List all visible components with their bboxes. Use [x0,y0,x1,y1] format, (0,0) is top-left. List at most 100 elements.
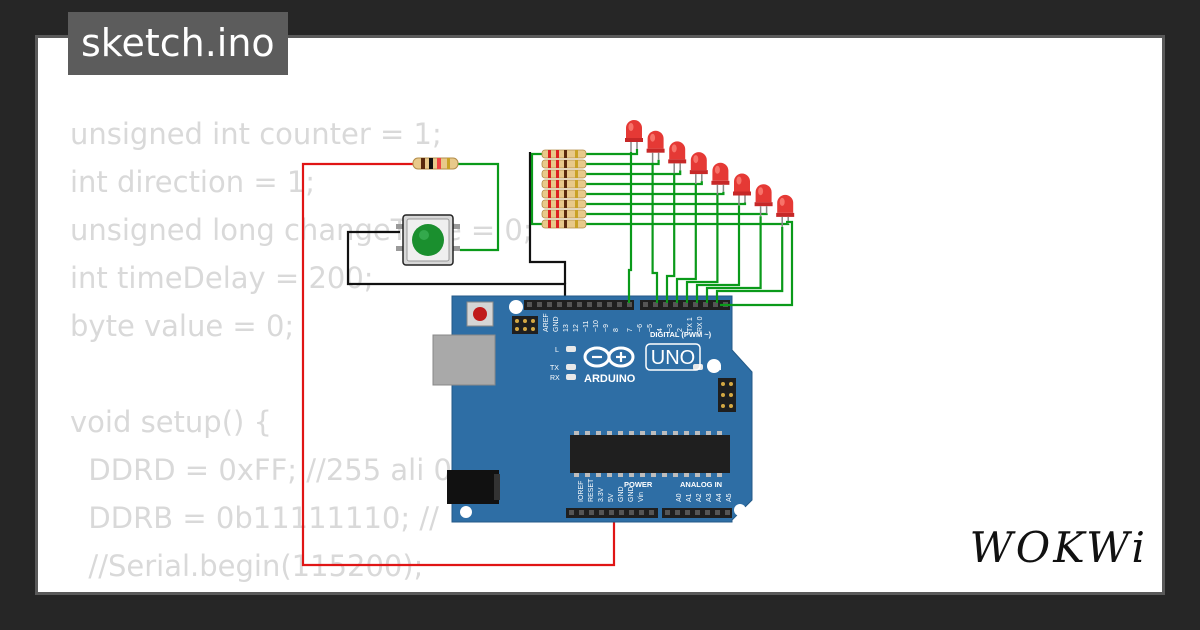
wire-red-power [301,162,616,567]
pin-wire [685,194,719,303]
pin-label: GND [618,486,625,502]
pin-label: IOREF [578,481,585,502]
pin-wire [675,184,697,303]
pin-label: Vin [638,492,645,502]
code-line: unsigned int counter = 1; [70,117,442,151]
button-cap[interactable] [412,224,444,256]
led-red[interactable] [754,184,773,217]
rx-label: RX [550,375,560,382]
pin-label: 7 [627,328,634,332]
pin-label: TX 1 [687,317,694,332]
led-resistor [541,159,587,169]
wires [301,152,616,567]
header-label: DIGITAL (PWM ~) [650,330,712,339]
pin-label: A3 [706,493,713,502]
led-resistor [541,189,587,199]
resistor-bank [541,149,587,229]
led-resistor [541,179,587,189]
pin-label: ~5 [647,324,654,332]
code-line: byte value = 0; [70,309,295,343]
bank-wire [530,152,542,226]
pin-label: A5 [726,493,733,502]
led-wire [586,181,703,186]
pin-wire [651,162,659,303]
code-line: int direction = 1; [70,165,316,199]
led-l [566,346,576,352]
code-editor: unsigned int counter = 1; int direction =… [70,110,533,592]
power-label: POWER [624,480,653,489]
pin-wire [627,152,633,303]
pin-label: 13 [563,324,570,332]
led-rx [566,374,576,380]
wire-black-button-gnd [346,230,567,303]
led-tx [566,364,576,370]
pin-label: ~10 [593,320,600,332]
pushbutton[interactable] [396,214,460,266]
led-red[interactable] [668,141,687,174]
led-red[interactable] [733,173,751,206]
code-line: changeTime = millis(); [70,590,533,592]
pin-wire [705,216,762,303]
pin-wire [695,205,741,303]
pin-label: A2 [696,493,703,502]
led-wire [586,212,768,216]
pin-label: 5V [608,493,615,502]
pin-label: 2 [677,328,684,332]
wokwi-logo: WOKWi [969,523,1148,572]
pin-label: GND [553,316,560,332]
usb-port [432,334,496,386]
led-red[interactable] [689,152,708,185]
led-wires [530,149,790,226]
led-wire [586,170,682,176]
pin-label: 8 [613,328,620,332]
code-line: void setup() { [70,405,272,439]
pin-wire [665,173,676,303]
pin-label: RX 0 [697,316,704,332]
pin-label: A1 [686,493,693,502]
led-red[interactable] [711,162,730,195]
led-array [625,120,795,227]
led-red[interactable] [646,130,665,163]
gnd-wire [720,220,794,307]
led-resistor [541,209,587,219]
pin-label: ~9 [603,324,610,332]
atmega-chip [570,435,730,473]
pin-label: 12 [573,324,580,332]
pin-label: RESET [588,478,595,502]
pin-label: 4 [657,328,664,332]
wire-black-gnd-2 [528,152,567,284]
wire-green-button-resistor [458,162,500,252]
pin-wire [715,226,784,303]
arduino-logo-icon [583,346,635,368]
led-resistor [541,199,587,209]
led-red[interactable] [625,120,643,152]
tx-label: TX [550,365,559,372]
code-line: unsigned long changeTime = 0; [70,213,533,247]
led-wire [586,159,660,166]
code-line: DDRB = 0b11111110; // [70,501,439,535]
led-resistor [541,219,587,229]
pin-label: ~11 [583,321,590,332]
pull-resistor [412,157,459,170]
pin-label: ~3 [667,324,674,332]
analog-label: ANALOG IN [680,480,722,489]
pin-label: ~6 [637,324,644,332]
board-model: UNO [651,347,695,369]
code-line: int timeDelay = 200; [70,261,374,295]
led-resistor [541,169,587,179]
led-resistor [541,149,587,159]
pin-label: AREF [543,313,550,332]
pin-label: GND [628,486,635,502]
led-wire [586,149,639,156]
power-jack [447,470,499,504]
pin-label: 3.3V [598,487,605,502]
led-wire [586,202,747,206]
pin-label: A0 [676,493,683,502]
arduino-uno-board[interactable]: UNO ARDUINO DIGITAL (PWM ~) POWER ANALOG… [432,295,753,523]
file-tab[interactable]: sketch.ino [68,12,288,75]
pin-label: A4 [716,493,723,502]
l-label: L [555,347,559,354]
led-red[interactable] [776,194,795,227]
board-brand: ARDUINO [584,373,636,385]
